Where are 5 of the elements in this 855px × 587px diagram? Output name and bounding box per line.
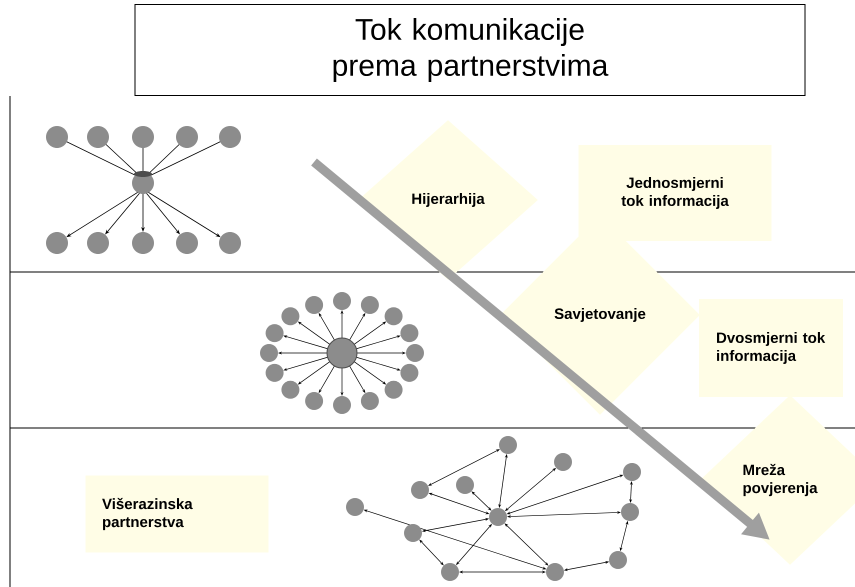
- title-box: Tok komunikacije prema partnerstvima: [134, 4, 806, 96]
- text-box: Dvosmjerni tok informacija: [699, 299, 843, 397]
- text-box: Jednosmjerni tok informacija: [578, 145, 772, 241]
- text-box: Višerazinska partnerstva: [86, 476, 268, 552]
- node-label: Savjetovanje: [554, 308, 646, 322]
